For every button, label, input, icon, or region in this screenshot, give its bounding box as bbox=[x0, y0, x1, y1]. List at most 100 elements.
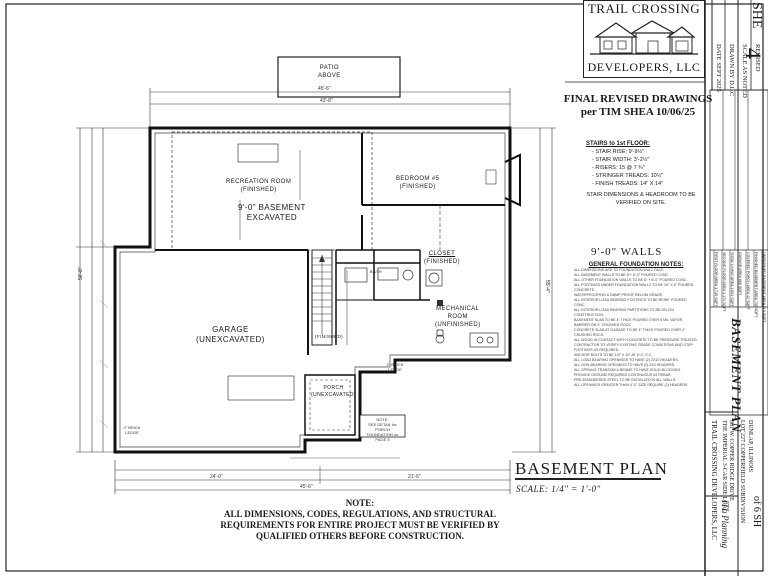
dimension-bottom-right: 21'-6" bbox=[408, 474, 421, 480]
plan-title-underline bbox=[515, 478, 661, 480]
sheet-of: of 6 SH bbox=[751, 496, 762, 528]
dimension-top-overall: 45'-6" bbox=[318, 86, 331, 92]
dimension-bottom-left: 24'-0" bbox=[210, 474, 223, 480]
scale-field: SCALE AS NOTED bbox=[741, 44, 748, 98]
foundation-note: CONCRETE SLAB AT GARAGE TO BE 4" THICK P… bbox=[574, 328, 686, 337]
garage-name: GARAGE bbox=[212, 325, 249, 334]
foundation-note: BASEMENT SLAB TO BE 4" THICK POURED OVER… bbox=[574, 318, 683, 327]
footer-note-line-2: REQUIREMENTS FOR ENTIRE PROJECT MUST BE … bbox=[220, 520, 500, 530]
walls-label: 9'-0" WALLS bbox=[591, 246, 663, 258]
project-address: 601 W. COPPER RIDGE DRIVE bbox=[728, 420, 734, 501]
footer-note-line-1: ALL DIMENSIONS, CODES, REGULATIONS, AND … bbox=[224, 509, 496, 519]
porch-label: PORCH (UNEXCAVATED) bbox=[311, 385, 356, 399]
project-city: DUNLAP, ILLINOIS bbox=[747, 420, 753, 472]
patio-label: PATIO ABOVE bbox=[318, 64, 341, 80]
area-unfinished-basement: UNFINISHED BASEMENT AREA 113 SQFT bbox=[762, 252, 766, 323]
brick-ledge-note: 2" BRICK LEDGE bbox=[386, 362, 404, 372]
dimension-left-overall: 56'-8" bbox=[78, 267, 84, 280]
mechanical-room-label: MECHANICAL ROOM (UNFINISHED) bbox=[435, 305, 480, 329]
logo-company-bottom: DEVELOPERS, LLC bbox=[587, 60, 701, 74]
area-second-floor: SECOND FLOOR AREA 1,172 SQFT bbox=[722, 252, 726, 312]
foundation-note: ALL FOOTINGS UNDER FOUNDATION WALLS TO B… bbox=[574, 283, 694, 292]
porch-name: PORCH bbox=[323, 385, 344, 391]
foundation-note: ALL OPENINGS GREATER THAN 4'-0" SIZE REQ… bbox=[574, 383, 689, 387]
area-first-floor: FIRST FLOOR AREA 1,719 SQFT bbox=[714, 252, 718, 307]
revision-line-1: FINAL REVISED DRAWINGS bbox=[563, 93, 713, 105]
footer-note-line-3: QUALIFIED OTHERS BEFORE CONSTRUCTION. bbox=[255, 531, 465, 541]
stairs-info-block: STAIRS to 1st FLOOR: - STAIR RISE: 9'-9½… bbox=[586, 140, 696, 260]
stairs-line-stringer: - STRINGER TREADS: 10½" bbox=[592, 173, 664, 179]
revision-line-2: per TIM SHEA 10/06/25 bbox=[580, 106, 696, 118]
closet-label: CLOSET (FINISHED) bbox=[424, 250, 460, 266]
house-logo-icon bbox=[590, 20, 698, 55]
bedroom-label: BEDROOM #5 (FINISHED) bbox=[396, 175, 439, 191]
mechanical-name: MECHANICAL bbox=[436, 306, 480, 312]
foundation-note: ALL SPRUNG TRANSOM & BEAMS TO HAVE SOLID… bbox=[574, 368, 682, 372]
foundation-note: ALL INTERIOR LOAD BEARING PARTITIONS TO … bbox=[574, 308, 675, 317]
foundation-note: ALL BASEMENT WALLS TO BE 8"+ 6'-0" POURE… bbox=[574, 273, 670, 277]
designer-stamp: ITL Planning bbox=[720, 500, 730, 549]
project-lot: LOT 227 COPPERFIELD SUBDIVISION bbox=[739, 420, 745, 524]
patio-text: PATIO ABOVE bbox=[318, 65, 341, 79]
foundation-note: ALL INTERIOR LOAD BEARING FOOTINGS TO BE… bbox=[574, 298, 687, 307]
revision-stamp: FINAL REVISED DRAWINGS per TIM SHEA 10/0… bbox=[562, 93, 714, 119]
foundation-note: ALL LOAD BEARING OPENINGS TO HAVE (2) 2X… bbox=[574, 358, 679, 362]
plan-scale: SCALE: 1/4" = 1'-0" bbox=[516, 484, 601, 494]
foundation-note: ALL OTHER FOUNDATION WALLS TO BE 8" + 6'… bbox=[574, 278, 688, 282]
plan-title: BASEMENT PLAN bbox=[515, 459, 668, 478]
closet-finish: (FINISHED) bbox=[424, 259, 460, 265]
foundation-note: ALL DIMENSIONS ARE TO FOUNDATION WALL FA… bbox=[574, 268, 665, 272]
area-porch: COVERED PORCH AREA 42 SQFT bbox=[746, 252, 750, 310]
sheet-label: SHE bbox=[749, 2, 764, 29]
footer-note-heading: NOTE: bbox=[345, 498, 375, 508]
recreation-room-label: RECREATION ROOM (FINISHED) bbox=[226, 178, 291, 194]
foundation-note: CONTRACTOR TO VERIFY EXISTING GRADE COND… bbox=[574, 343, 693, 352]
bedroom-finish: (FINISHED) bbox=[399, 184, 436, 190]
porch-detail-note: NOTE: SEE DETAIL for PORCH FOUNDATION on… bbox=[366, 417, 399, 442]
stairs-note: STAIR DIMENSIONS & HEADROOM TO BE VERIFI… bbox=[586, 192, 696, 206]
foundation-note: WATERPROOFING & DAMP PROOF BELOW GRADE. bbox=[574, 293, 663, 297]
stairs-line-width: - STAIR WIDTH: 3'-2½" bbox=[592, 157, 650, 163]
foundation-notes-title: GENERAL FOUNDATION NOTES: bbox=[588, 262, 684, 268]
revised-field-1: REVISED bbox=[754, 44, 761, 72]
basement-excavated-label: 9'-0" BASEMENT EXCAVATED bbox=[238, 203, 306, 223]
stairs-line-risers: - RISERS: 15 @ 7 ¾" bbox=[592, 165, 645, 171]
basement-line-2: EXCAVATED bbox=[246, 213, 298, 222]
bedroom-name: BEDROOM #5 bbox=[396, 176, 440, 182]
recreation-name: RECREATION ROOM bbox=[226, 179, 292, 185]
dimension-bottom-overall: 45'-6" bbox=[300, 484, 313, 490]
foundation-note: PROVIDE GROUND REQUIRED CONTINUOUS #4 RE… bbox=[574, 373, 672, 377]
bath-label: BATH bbox=[370, 269, 382, 274]
porch-finish: (UNEXCAVATED) bbox=[311, 392, 356, 398]
foundation-note: ANCHOR BOLTS TO BE 1/2" X 10" AT 6'-0" O… bbox=[574, 353, 653, 357]
stairs-title: STAIRS to 1st FLOOR: bbox=[586, 141, 650, 147]
foundation-note: ALL NON-BEARING OPENINGS TO HAVE (2) 2X4… bbox=[574, 363, 676, 367]
garage-label: GARAGE (UNEXCAVATED) bbox=[196, 325, 265, 345]
company-logo: TRAIL CROSSING DEVELOPERS, LLC bbox=[583, 0, 705, 78]
area-finished-basement: FINISHED BASEMENT AREA 733 SQFT bbox=[754, 252, 758, 318]
logo-company-top: TRAIL CROSSING bbox=[587, 1, 701, 16]
stair-finish-label: (FINISHED) bbox=[315, 334, 343, 339]
basement-line-1: 9'-0" BASEMENT bbox=[238, 203, 306, 212]
date-field: DATE SEPT 2025 bbox=[715, 44, 722, 92]
foundation-note: PRE-ENGINEERED STEEL TO BE INSTALLED IN … bbox=[574, 378, 677, 382]
foundation-note: ALL WOOD IN CONTACT WITH CONCRETE TO BE … bbox=[574, 338, 698, 342]
foundation-notes-block: GENERAL FOUNDATION NOTES: ALL DIMENSIONS… bbox=[574, 262, 698, 542]
dimension-top-inner: 43'-8" bbox=[320, 98, 333, 104]
sheet-vertical-title: BASEMENT PLAN bbox=[729, 318, 744, 433]
recreation-finish: (FINISHED) bbox=[240, 187, 277, 193]
stairs-line-rise: - STAIR RISE: 9'-9½" bbox=[592, 149, 645, 155]
dimension-right-overall: 55'-4" bbox=[544, 280, 550, 293]
drawn-by-field: DRAWN BY D.L.C bbox=[728, 44, 735, 97]
mechanical-name-2: ROOM bbox=[447, 314, 468, 320]
stairs-line-finish: - FINISH TREADS: 14" X 14" bbox=[592, 181, 664, 187]
footer-note: NOTE: ALL DIMENSIONS, CODES, REGULATIONS… bbox=[150, 498, 570, 542]
area-total-living: TOTAL LIVING AREA 1,891 SQFT bbox=[730, 252, 734, 307]
mechanical-finish: (UNFINISHED) bbox=[435, 322, 481, 328]
area-garage: GARAGE AREA 868 SQFT bbox=[738, 252, 742, 296]
closet-name: CLOSET bbox=[428, 251, 456, 257]
garage-finish: (UNEXCAVATED) bbox=[196, 335, 265, 344]
project-name: TRAIL CROSSING DEVELOPERS, LLC bbox=[710, 420, 718, 540]
garage-brick-ledge-note: 2" BRICK LEDGE bbox=[123, 425, 141, 435]
